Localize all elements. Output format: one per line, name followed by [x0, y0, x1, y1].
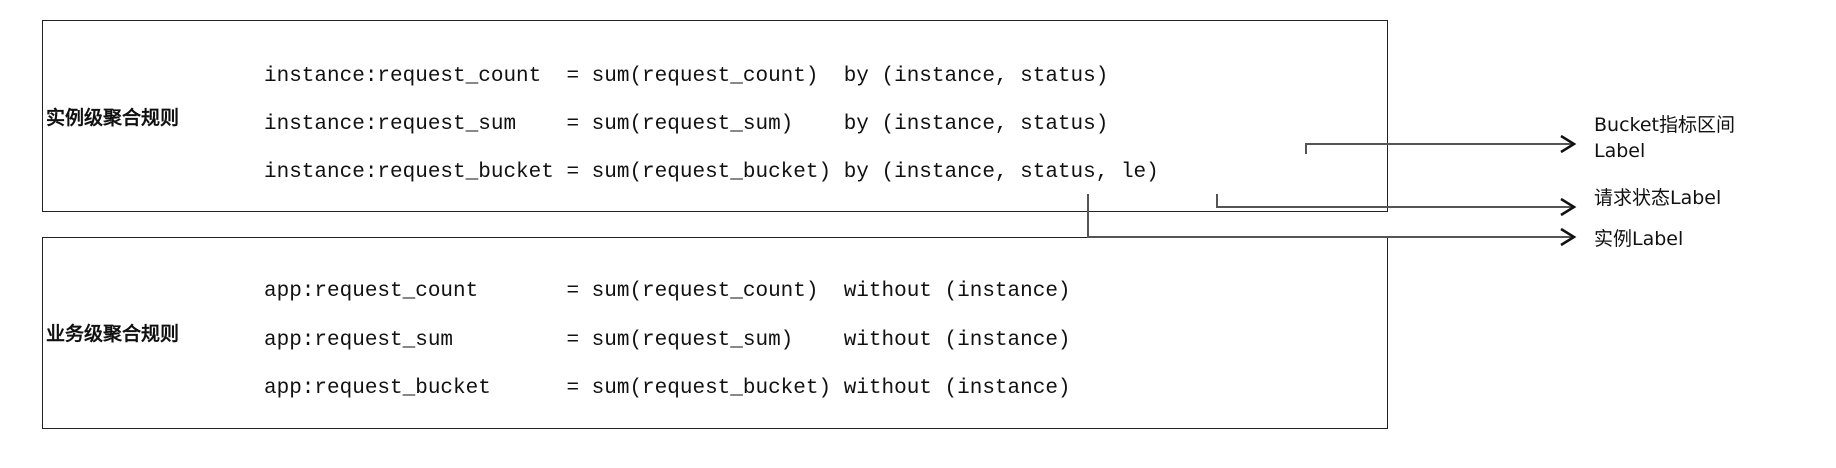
instance-label-annotation: 实例Label — [1594, 228, 1684, 250]
instance-rule-line-count: instance:request_count = sum(request_cou… — [264, 65, 1109, 88]
arrowhead-status — [1560, 197, 1577, 217]
app-rule-line-count: app:request_count = sum(request_count) w… — [264, 280, 1071, 303]
app-rules-title: 业务级聚合规则 — [46, 323, 180, 345]
arrowhead-instance — [1560, 227, 1577, 247]
status-label-annotation: 请求状态Label — [1594, 187, 1722, 209]
app-rule-line-sum: app:request_sum = sum(request_sum) witho… — [264, 329, 1071, 352]
instance-rule-line-bucket: instance:request_bucket = sum(request_bu… — [264, 161, 1159, 184]
app-rule-line-bucket: app:request_bucket = sum(request_bucket)… — [264, 377, 1071, 400]
instance-rules-title: 实例级聚合规则 — [46, 107, 180, 129]
app-rules-box — [42, 237, 1388, 429]
arrowhead-bucket — [1560, 134, 1577, 154]
instance-rules-box — [42, 20, 1388, 212]
bucket-label-annotation-line1: Bucket指标区间 — [1594, 114, 1735, 136]
instance-rule-line-sum: instance:request_sum = sum(request_sum) … — [264, 113, 1109, 136]
bucket-label-annotation-line2: Label — [1594, 140, 1646, 162]
